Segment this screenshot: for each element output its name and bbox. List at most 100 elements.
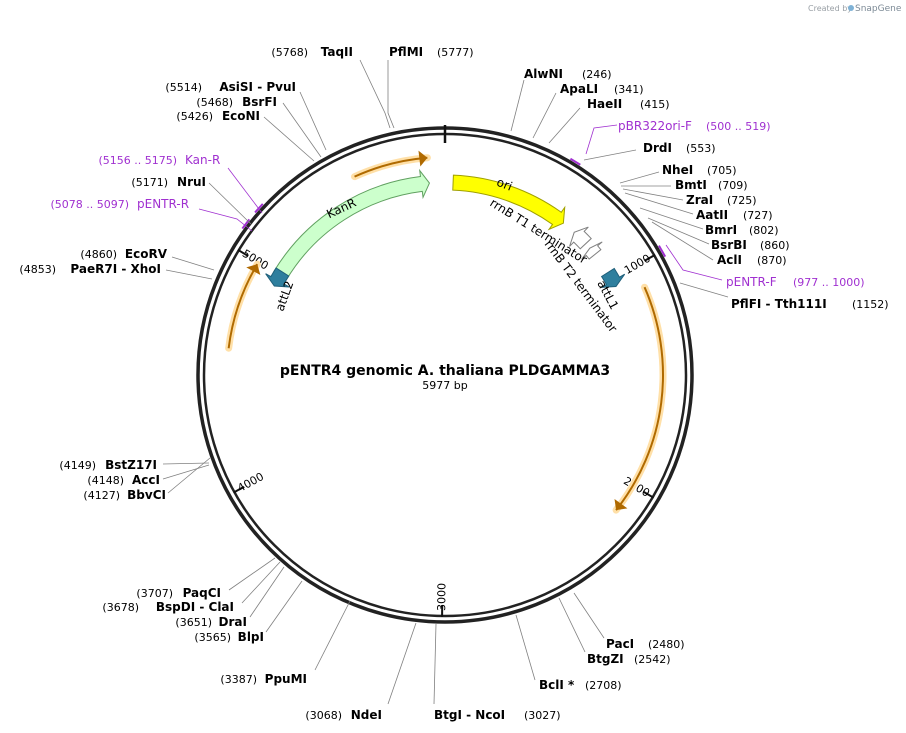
primer-pentr-f-label[interactable]: pENTR-F <box>726 275 777 289</box>
site-bcli-label[interactable]: BclI * <box>539 678 575 692</box>
primer-pbr322ori-f-label[interactable]: pBR322ori-F <box>618 119 692 133</box>
site-bstz17i-label[interactable]: BstZ17I <box>105 458 157 472</box>
site-pflfi-pos: (1152) <box>852 298 889 311</box>
site-btgzi-pos: (2542) <box>634 653 671 666</box>
site-asisi-pos: (5514) <box>165 81 202 94</box>
site-bstz17i-pos: (4149) <box>59 459 96 472</box>
primer-pentr-f-pos: (977 .. 1000) <box>793 276 865 289</box>
site-acci-label[interactable]: AccI <box>132 473 160 487</box>
site-taqii-label[interactable]: TaqII <box>321 45 353 59</box>
primer-pbr322ori-f-pos: (500 .. 519) <box>706 120 771 133</box>
site-acli-label[interactable]: AclI <box>717 253 742 267</box>
orf-arc-1[interactable] <box>615 286 664 511</box>
brand-prefix: Created by <box>808 4 852 13</box>
primer-mark-2[interactable] <box>254 203 264 214</box>
site-bspdi-pos: (3678) <box>102 601 139 614</box>
site-ppumi-label[interactable]: PpuMI <box>265 672 307 686</box>
feature-ori-arrow[interactable] <box>452 174 566 231</box>
site-zrai-label[interactable]: ZraI <box>686 193 713 207</box>
site-haeii-label[interactable]: HaeII <box>587 97 622 111</box>
tick-mark-5000 <box>237 248 249 257</box>
feature-attl1-arrow[interactable] <box>600 267 626 288</box>
site-paer7i-pos: (4853) <box>19 263 56 276</box>
orf-arrowhead-1 <box>614 498 628 511</box>
site-ndei-label[interactable]: NdeI <box>351 708 382 722</box>
orf-arrowhead-2 <box>246 264 261 275</box>
primer-pentr-r-pos: (5078 .. 5097) <box>50 198 129 211</box>
site-btgi-pos: (3027) <box>524 709 561 722</box>
primer-kan-r-label[interactable]: Kan-R <box>185 153 220 167</box>
site-nrui-label[interactable]: NruI <box>177 175 206 189</box>
site-pflmi-label[interactable]: PflMI <box>389 45 423 59</box>
site-btgzi-label[interactable]: BtgZI <box>587 652 624 666</box>
site-nrui-pos: (5171) <box>131 176 168 189</box>
site-alwni-pos: (246) <box>582 68 612 81</box>
site-bsrbi-label[interactable]: BsrBI <box>711 238 747 252</box>
tick-label-3000: 3000 <box>435 583 448 611</box>
plasmid-title: pENTR4 genomic A. thaliana PLDGAMMA3 <box>280 363 610 379</box>
site-bmri-label[interactable]: BmrI <box>705 223 737 237</box>
orf-group <box>225 150 667 514</box>
site-blpi-label[interactable]: BlpI <box>238 630 264 644</box>
feature-group <box>265 168 626 288</box>
site-drai-label[interactable]: DraI <box>219 615 247 629</box>
primer-mark-1[interactable] <box>658 245 667 258</box>
site-nhei-label[interactable]: NheI <box>662 163 693 177</box>
site-apali-label[interactable]: ApaLI <box>560 82 598 96</box>
site-paci-label[interactable]: PacI <box>606 637 634 651</box>
site-paer7i-label[interactable]: PaeR7I - XhoI <box>70 262 161 276</box>
site-apali-pos: (341) <box>614 83 644 96</box>
site-pflfi-label[interactable]: PflFI - Tth111I <box>731 297 827 311</box>
feature-rrnb-t1-terminator-arrow[interactable] <box>569 226 592 250</box>
site-bbvci-label[interactable]: BbvCI <box>127 488 166 502</box>
site-asisi-label[interactable]: AsiSI - PvuI <box>219 80 296 94</box>
primer-mark-0[interactable] <box>569 157 581 166</box>
tick-mark-4000 <box>233 485 245 494</box>
leader-lines <box>162 59 729 705</box>
site-ecorv-label[interactable]: EcoRV <box>125 247 168 261</box>
site-bsrfi-label[interactable]: BsrFI <box>242 95 277 109</box>
feature-rrnb-t2-terminator-arrow[interactable] <box>581 241 603 260</box>
site-taqii-pos: (5768) <box>271 46 308 59</box>
site-bsrfi-pos: (5468) <box>196 96 233 109</box>
site-bmti-pos: (709) <box>718 179 748 192</box>
tick-label-1000: 1000 <box>622 252 653 277</box>
primer-pentr-r-label[interactable]: pENTR-R <box>137 197 189 211</box>
primer-labels: pBR322ori-F (500 .. 519) pENTR-F (977 ..… <box>50 119 864 289</box>
primer-kan-r-pos: (5156 .. 5175) <box>98 154 177 167</box>
site-acli-pos: (870) <box>757 254 787 267</box>
site-aatii-pos: (727) <box>743 209 773 222</box>
site-ndei-pos: (3068) <box>305 709 342 722</box>
feature-attl2-arrow[interactable] <box>265 267 290 288</box>
site-drai-pos: (3651) <box>175 616 212 629</box>
site-haeii-pos: (415) <box>640 98 670 111</box>
feature-labels: ori KanR rrnB T1 terminator rrnB T2 term… <box>273 175 622 335</box>
site-zrai-pos: (725) <box>727 194 757 207</box>
site-econi-label[interactable]: EcoNI <box>222 109 260 123</box>
site-bmti-label[interactable]: BmtI <box>675 178 707 192</box>
brand-name: SnapGene <box>855 4 902 14</box>
site-pflmi-pos: (5777) <box>437 46 474 59</box>
site-labels-right: AlwNI (246) ApaLI (341) HaeII (415) DrdI… <box>389 45 889 722</box>
orf-glow-2 <box>225 260 261 352</box>
site-bmri-pos: (802) <box>749 224 779 237</box>
site-bbvci-pos: (4127) <box>83 489 120 502</box>
site-bspdi-label[interactable]: BspDI - ClaI <box>156 600 234 614</box>
site-paci-pos: (2480) <box>648 638 685 651</box>
site-btgi-label[interactable]: BtgI - NcoI <box>434 708 505 722</box>
site-bsrbi-pos: (860) <box>760 239 790 252</box>
feature-ori-label[interactable]: ori <box>495 175 515 194</box>
plasmid-length: 5977 bp <box>422 379 467 392</box>
tick-mark-2000 <box>642 490 655 499</box>
feature-kanr-arrow[interactable] <box>273 168 431 280</box>
site-nhei-pos: (705) <box>707 164 737 177</box>
site-aatii-label[interactable]: AatII <box>696 208 728 222</box>
site-ppumi-pos: (3387) <box>220 673 257 686</box>
tick-label-4000: 4000 <box>235 470 266 495</box>
snapgene-logo-icon <box>848 5 854 11</box>
site-drdi-label[interactable]: DrdI <box>643 141 672 155</box>
site-alwni-label[interactable]: AlwNI <box>524 67 563 81</box>
site-paqci-label[interactable]: PaqCI <box>183 586 221 600</box>
site-econi-pos: (5426) <box>176 110 213 123</box>
